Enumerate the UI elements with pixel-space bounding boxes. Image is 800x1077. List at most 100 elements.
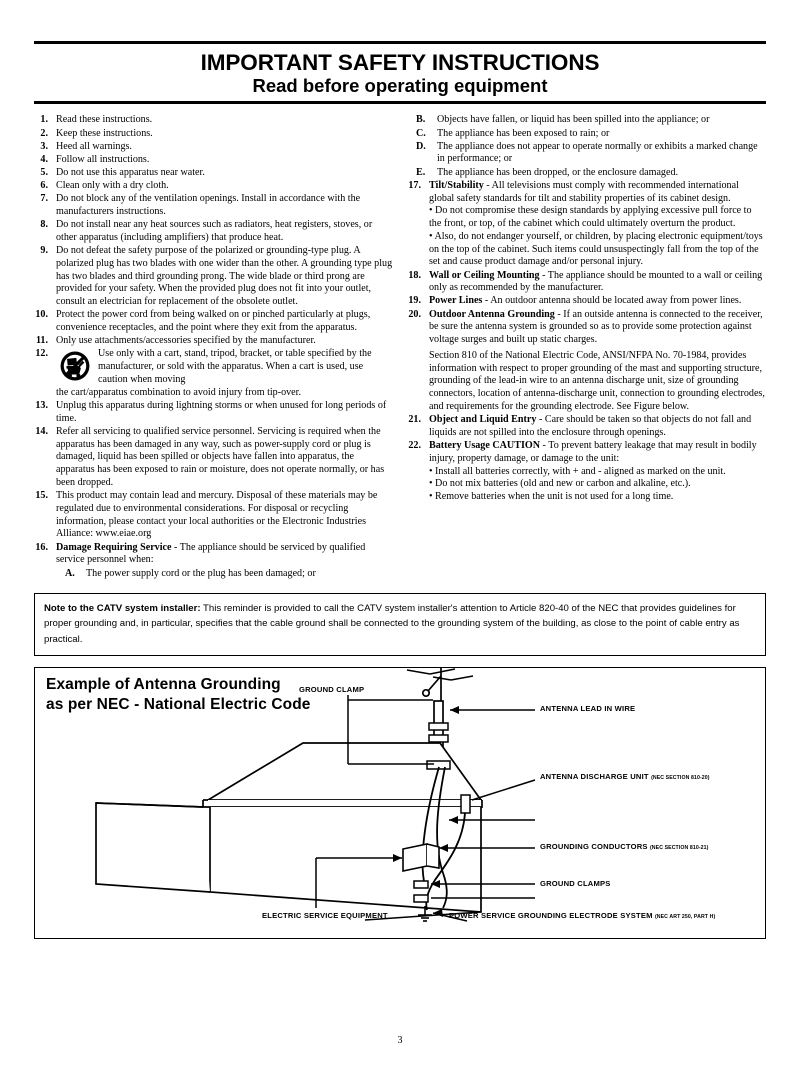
label-electric-service-equipment: ELECTRIC SERVICE EQUIPMENT (262, 911, 388, 921)
instruction-item: 6. Clean only with a dry cloth. (34, 180, 393, 193)
page-title: IMPORTANT SAFETY INSTRUCTIONS (200, 50, 600, 75)
instruction-text: Battery Usage CAUTION - To prevent batte… (429, 440, 766, 504)
instruction-item: 9. Do not defeat the safety purpose of th… (34, 245, 393, 309)
instruction-text: The appliance has been exposed to rain; … (437, 127, 610, 139)
instruction-item: 20.Outdoor Antenna Grounding - If an out… (407, 309, 766, 414)
diagram-title-line2: as per NEC - National Electric Code (46, 696, 311, 714)
instruction-number: 7. (40, 193, 48, 205)
cart-tip-over-warning-icon (58, 349, 92, 383)
instruction-number: D. (416, 140, 426, 152)
instruction-subitem-text: The power supply cord or the plug has be… (86, 567, 316, 579)
instruction-text: Do not block any of the ventilation open… (56, 193, 361, 218)
instruction-item: E. The appliance has been dropped, or the… (407, 167, 766, 180)
instruction-text: Read these instructions. (56, 114, 153, 126)
diagram-title: Example of Antenna Grounding as per NEC … (46, 675, 311, 715)
antenna-grounding-diagram: Example of Antenna Grounding as per NEC … (34, 667, 766, 940)
instruction-text: Keep these instructions. (56, 127, 153, 139)
instruction-text: Unplug this apparatus during lightning s… (56, 399, 387, 424)
instruction-text: Object and Liquid Entry - Care should be… (429, 414, 752, 438)
catv-installer-note: Note to the CATV system installer: This … (34, 592, 766, 657)
instruction-item: 4. Follow all instructions. (34, 154, 393, 167)
instruction-text: Do not defeat the safety purpose of the … (56, 245, 393, 308)
instruction-number: 1. (40, 114, 48, 126)
instruction-item: 10.Protect the power cord from being wal… (34, 309, 393, 335)
instruction-text: Refer all servicing to qualified service… (56, 425, 385, 488)
instruction-number: 3. (40, 140, 48, 152)
instruction-bold-lead: Wall or Ceiling Mounting (429, 269, 540, 281)
instruction-text: Follow all instructions. (56, 153, 150, 165)
label-ground-clamp: GROUND CLAMP (299, 685, 365, 695)
instruction-item: D. The appliance does not appear to opera… (407, 141, 766, 167)
instruction-number: 5. (40, 167, 48, 178)
instruction-number: 18. (408, 269, 421, 281)
instruction-bullet: • Also, do not endanger yourself, or chi… (429, 230, 763, 268)
instruction-item: 14. Refer all servicing to qualified serv… (34, 426, 393, 490)
instruction-text: Heed all warnings. (56, 140, 132, 152)
instruction-number: 10. (35, 309, 48, 321)
instruction-bullet: • Install all batteries correctly, with … (429, 465, 726, 477)
instruction-bold-lead: Object and Liquid Entry (429, 414, 537, 426)
instruction-number: 9. (40, 245, 48, 257)
instruction-item: 1. Read these instructions. (34, 114, 393, 127)
instruction-number: 21. (408, 414, 421, 426)
document-page: IMPORTANT SAFETY INSTRUCTIONS Read befor… (0, 41, 800, 1077)
instruction-number: E. (416, 166, 426, 178)
header-rule-bottom (34, 101, 766, 105)
instruction-text: Clean only with a dry cloth. (56, 180, 169, 192)
instruction-text: Damage Requiring Service - The appliance… (56, 542, 393, 581)
instruction-bullet: • Remove batteries when the unit is not … (429, 491, 674, 503)
instruction-number: 6. (40, 180, 48, 192)
instruction-number: 19. (408, 295, 421, 307)
label-antenna-discharge-unit: ANTENNA DISCHARGE UNIT (NEC SECTION 810-… (540, 772, 710, 781)
instruction-item: 2. Keep these instructions. (34, 128, 393, 141)
instruction-item: 17. Tilt/Stability - All televisions must… (407, 180, 766, 269)
instruction-text: Tilt/Stability - All televisions must co… (429, 180, 766, 269)
instruction-bold-lead: Tilt/Stability (429, 179, 484, 191)
page-header: IMPORTANT SAFETY INSTRUCTIONS Read befor… (34, 50, 766, 97)
instruction-number: 4. (40, 153, 48, 165)
instructions-columns: 1. Read these instructions. 2. Keep these i… (34, 114, 766, 580)
label-grounding-conductors-ref: (NEC SECTION 810-21) (649, 845, 709, 852)
instruction-item: 3. Heed all warnings. (34, 141, 393, 154)
label-antenna-discharge-unit-text: ANTENNA DISCHARGE UNIT (540, 772, 649, 782)
instruction-paragraph: Section 810 of the National Electric Cod… (429, 349, 765, 412)
instruction-number: 22. (408, 440, 421, 452)
instruction-item: 8. Do not install near any heat sources s… (34, 219, 393, 245)
instruction-number: 13. (35, 399, 48, 411)
instruction-number: 11. (35, 335, 48, 347)
instruction-number: 17. (408, 179, 421, 191)
instruction-text: Outdoor Antenna Grounding - If an outsid… (429, 308, 765, 412)
instruction-text-below-icon: the cart/apparatus combination to avoid … (56, 386, 301, 398)
diagram-title-line1: Example of Antenna Grounding (46, 676, 281, 694)
instruction-bold-lead: Outdoor Antenna Grounding (429, 308, 555, 320)
instruction-text: The appliance has been dropped, or the e… (437, 166, 679, 178)
instruction-text-beside-icon: Use only with a cart, stand, tripod, bra… (98, 348, 372, 385)
instruction-number: 8. (40, 219, 48, 231)
instruction-item: 21. Object and Liquid Entry - Care should… (407, 414, 766, 440)
instruction-bullet: • Do not compromise these design standar… (429, 205, 752, 230)
instruction-item: 7. Do not block any of the ventilation op… (34, 193, 393, 219)
instruction-bullet: • Do not mix batteries (old and new or c… (429, 478, 691, 490)
label-grounding-conductors-text: GROUNDING CONDUCTORS (540, 842, 648, 852)
label-ground-clamps: GROUND CLAMPS (540, 879, 611, 889)
instruction-text: The appliance does not appear to operate… (437, 140, 758, 165)
instruction-text: Wall or Ceiling Mounting - The appliance… (429, 269, 763, 294)
label-power-service-grounding-electrode-system: POWER SERVICE GROUNDING ELECTRODE SYSTEM… (449, 911, 715, 920)
instruction-bold-lead: Power Lines (429, 295, 483, 307)
instruction-text: Only use attachments/accessories specifi… (56, 335, 316, 347)
label-grounding-conductors: GROUNDING CONDUCTORS (NEC SECTION 810-21… (540, 842, 708, 851)
instruction-item: 22. Battery Usage CAUTION - To prevent ba… (407, 440, 766, 504)
instruction-number: 2. (40, 127, 48, 139)
header-rule-top (34, 41, 766, 44)
house-antenna-illustration (95, 668, 536, 923)
instruction-text: Do not install near any heat sources suc… (56, 219, 373, 243)
instruction-item: 5. Do not use this apparatus near water. (34, 167, 393, 180)
instruction-text: Power Lines - An outdoor antenna should … (429, 295, 742, 307)
page-subtitle: Read before operating equipment (252, 75, 548, 97)
instruction-item: 11. Only use attachments/accessories spec… (34, 335, 393, 348)
instruction-text: Do not use this apparatus near water. (56, 167, 205, 178)
instruction-number: 12. (35, 348, 48, 360)
instruction-item: C.The appliance has been exposed to rain… (407, 128, 766, 141)
instruction-item: 18. Wall or Ceiling Mounting - The applia… (407, 270, 766, 296)
instruction-number: 14. (35, 425, 48, 437)
